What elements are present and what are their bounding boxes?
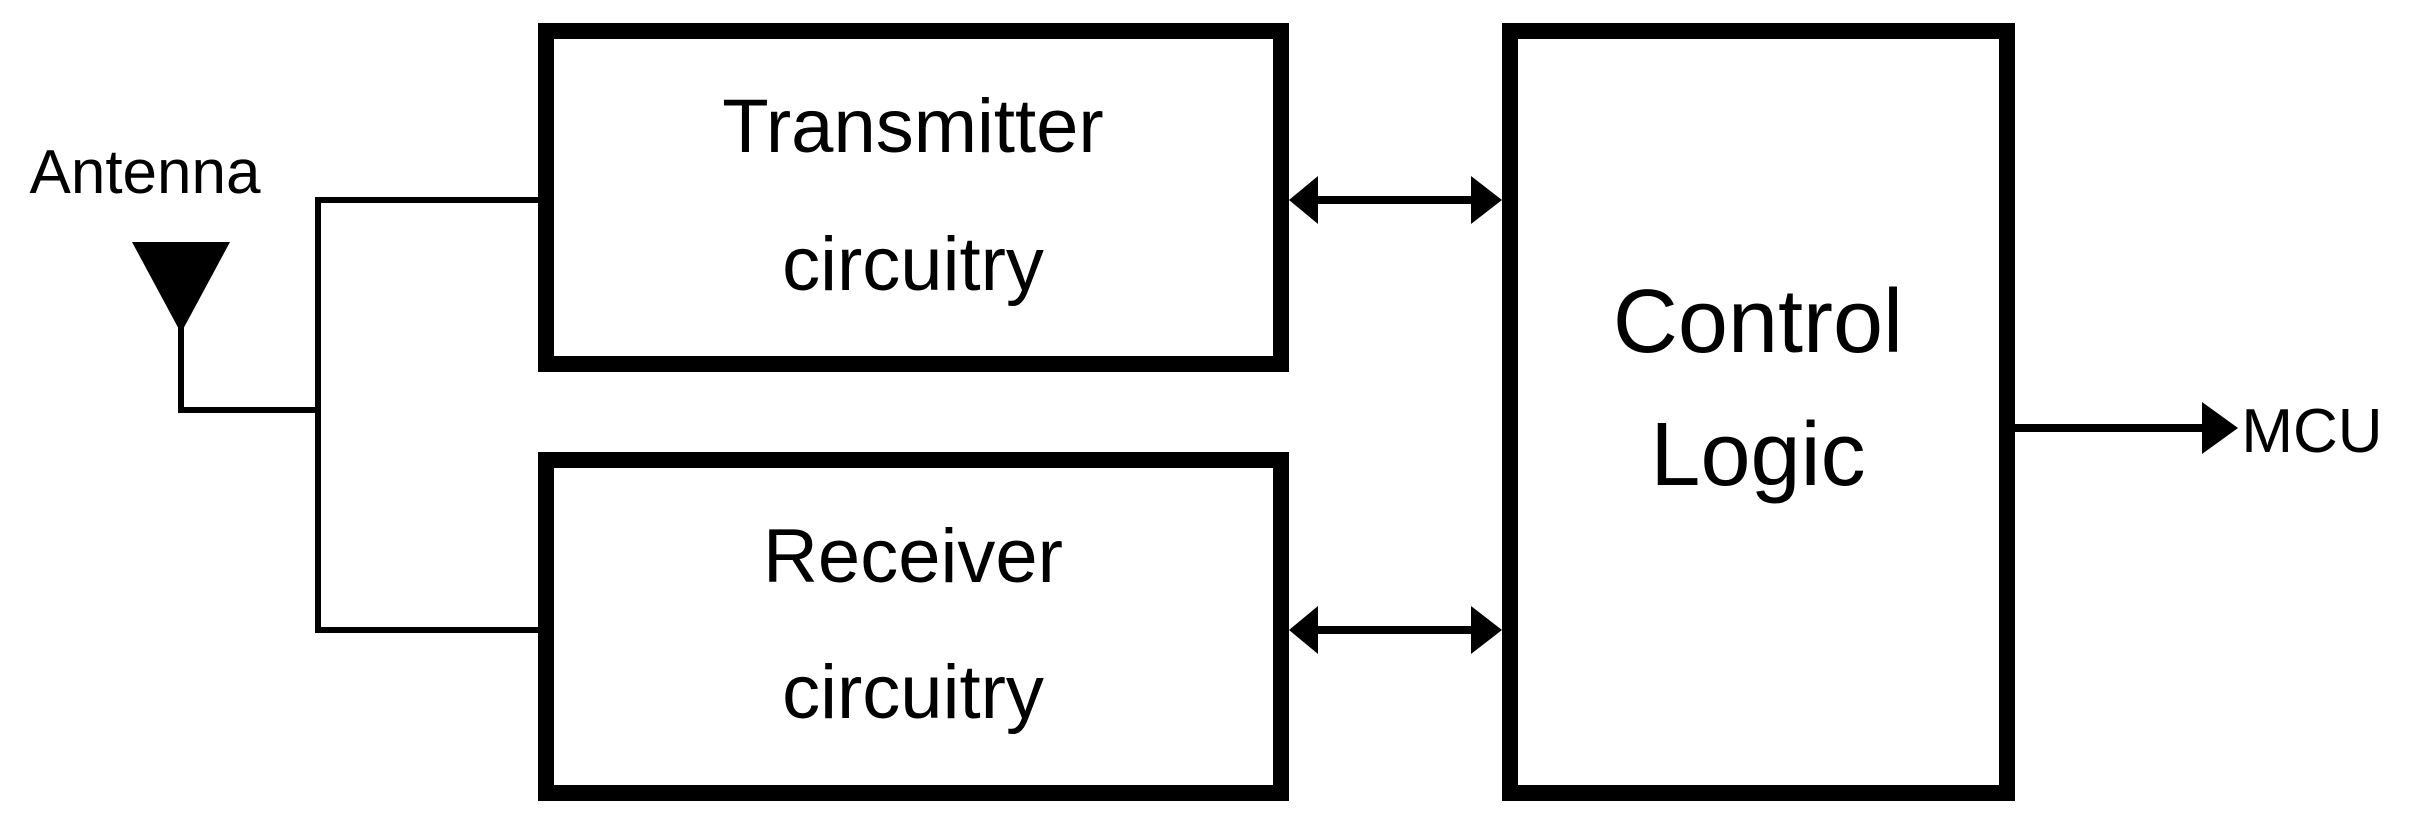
receiver-box xyxy=(538,452,1289,801)
control-logic-block: Control Logic xyxy=(1502,23,2015,801)
rx-arrowhead-right xyxy=(1471,606,1502,654)
mcu-arrowhead xyxy=(2202,402,2238,454)
control-logic-label-line2: Logic xyxy=(1650,405,1865,505)
transmitter-label-line2: circuitry xyxy=(782,222,1044,307)
tx-arrowhead-right xyxy=(1471,176,1502,224)
mcu-output-arrow: MCU xyxy=(2015,397,2383,466)
antenna: Antenna xyxy=(30,138,321,413)
control-logic-box xyxy=(1502,23,2015,801)
control-logic-label-line1: Control xyxy=(1613,272,1903,372)
antenna-icon xyxy=(132,242,230,333)
tx-arrowhead-left xyxy=(1289,176,1318,224)
transmitter-block: Transmitter circuitry xyxy=(538,23,1289,372)
receiver-label-line2: circuitry xyxy=(782,650,1044,735)
antenna-label: Antenna xyxy=(30,138,262,207)
tx-control-arrow xyxy=(1289,176,1502,224)
mcu-label: MCU xyxy=(2241,397,2382,466)
wire-to-transmitter xyxy=(315,197,539,633)
receiver-label-line1: Receiver xyxy=(763,514,1063,599)
receiver-block: Receiver circuitry xyxy=(538,452,1289,801)
antenna-feed-wire xyxy=(178,327,321,413)
transmitter-box xyxy=(538,23,1289,372)
transmitter-label-line1: Transmitter xyxy=(722,84,1103,169)
rx-control-arrow xyxy=(1289,606,1502,654)
rx-arrowhead-left xyxy=(1289,606,1318,654)
antenna-splitter-wires xyxy=(315,197,539,633)
